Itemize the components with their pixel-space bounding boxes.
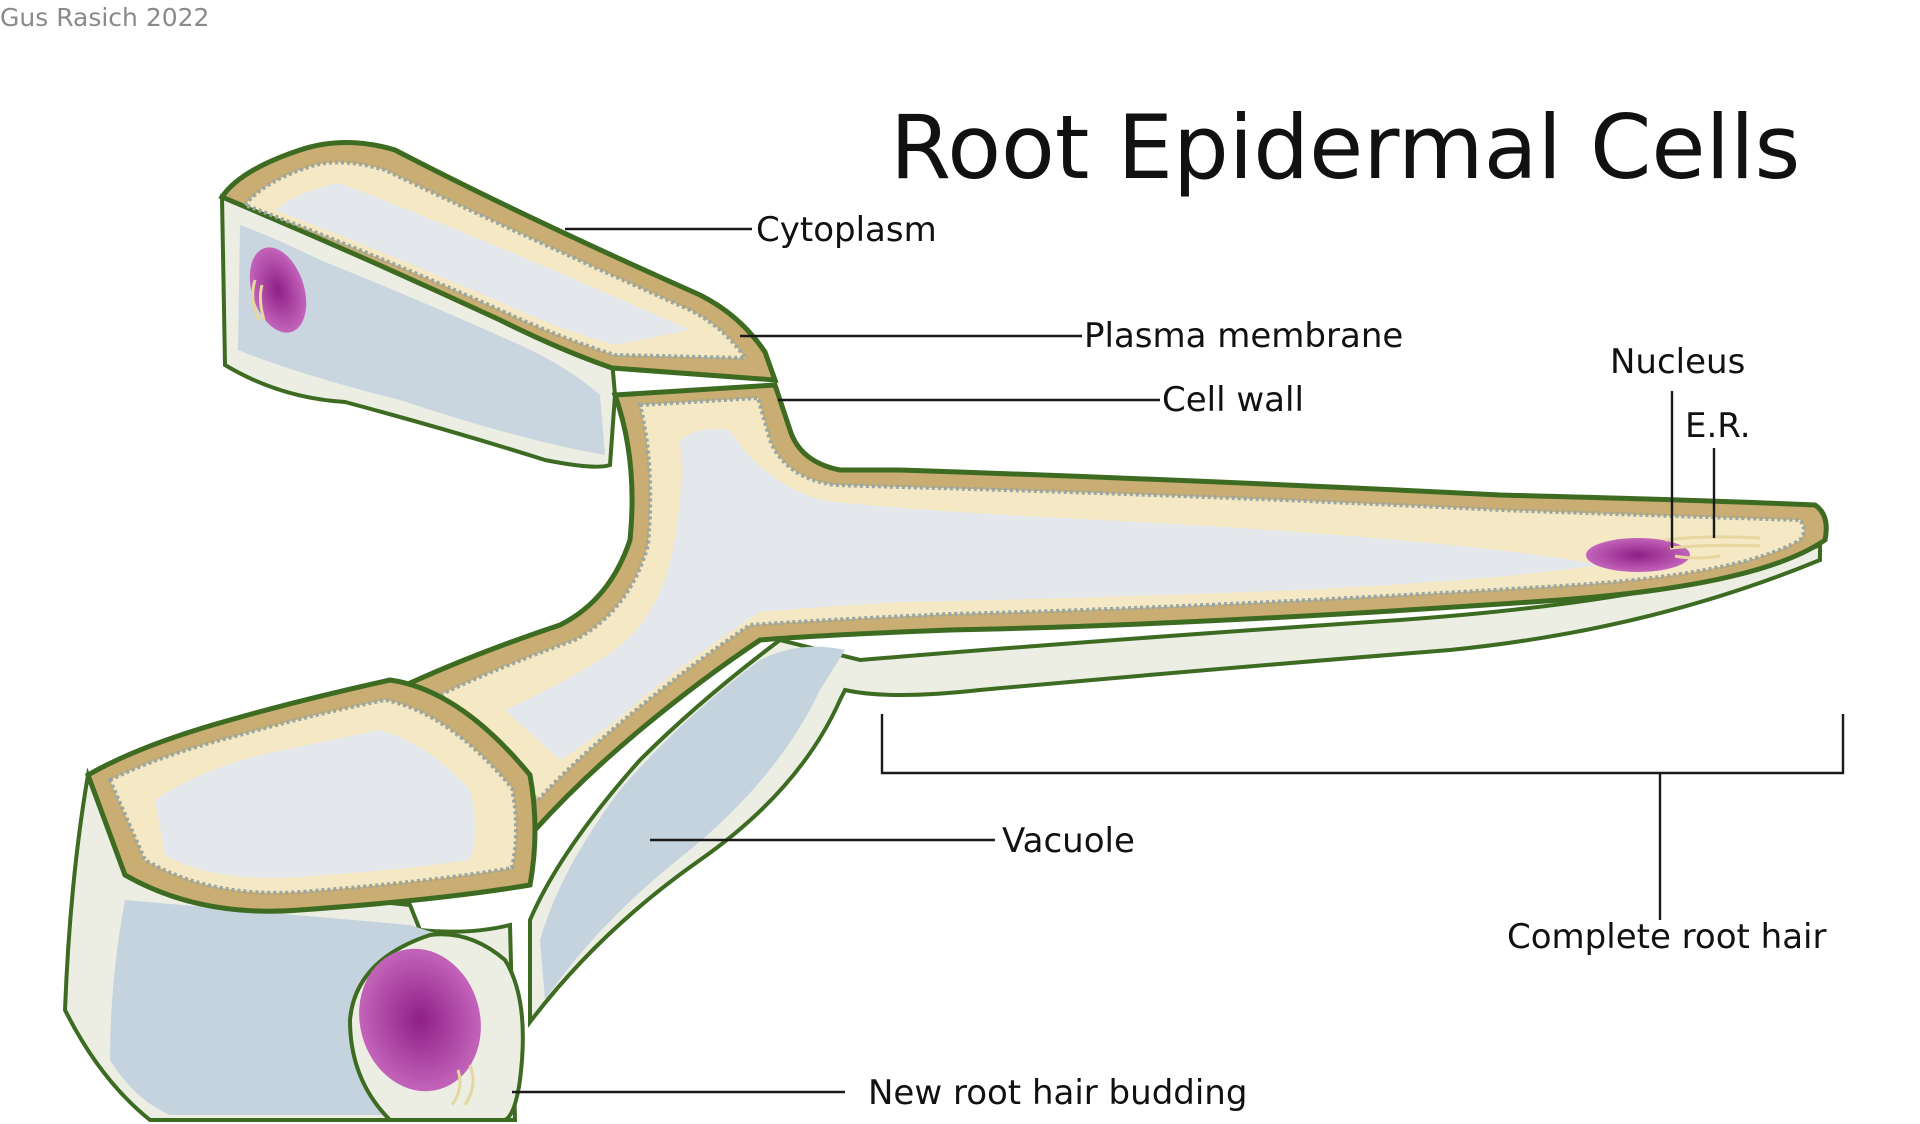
label-cell-wall: Cell wall — [1162, 380, 1304, 420]
label-cytoplasm: Cytoplasm — [756, 210, 937, 250]
label-complete-root-hair: Complete root hair — [1507, 917, 1826, 957]
credit-text: Gus Rasich 2022 — [0, 3, 209, 32]
bud-er — [450, 1064, 475, 1106]
central-vacuole-side — [540, 646, 845, 1000]
bottom-left-cell — [62, 677, 538, 1122]
label-vacuole: Vacuole — [1002, 821, 1135, 861]
top-left-vacuole — [238, 225, 605, 455]
complete-root-hair-bracket — [880, 714, 1845, 775]
label-nucleus: Nucleus — [1610, 342, 1745, 382]
label-er: E.R. — [1685, 406, 1751, 446]
hair-nucleus — [1586, 538, 1690, 572]
top-left-cell — [218, 140, 779, 469]
top-left-er — [251, 279, 266, 321]
top-left-inner-vacuole — [275, 183, 690, 345]
central-vacuole — [505, 428, 1600, 760]
label-plasma-membrane: Plasma membrane — [1084, 316, 1403, 356]
label-new-root-hair-budding: New root hair budding — [868, 1073, 1247, 1113]
central-cell-side — [528, 542, 1822, 1028]
page-title: Root Epidermal Cells — [890, 96, 1800, 199]
top-left-nucleus — [249, 247, 307, 333]
bud-nucleus — [359, 948, 481, 1092]
central-cell-with-root-hair — [390, 382, 1829, 1028]
bottom-left-inner-vacuole — [155, 730, 475, 878]
